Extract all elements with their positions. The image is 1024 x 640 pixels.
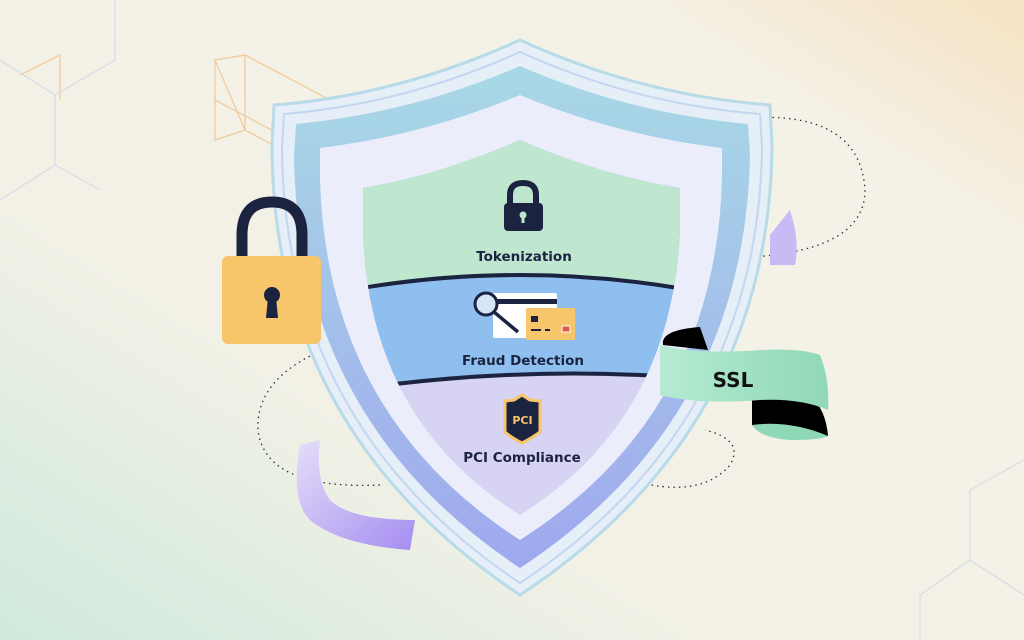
tokenization-label: Tokenization bbox=[476, 249, 572, 265]
pci-badge-text: PCI bbox=[512, 414, 532, 427]
purple-ribbon bbox=[296, 440, 415, 550]
padlock-icon bbox=[222, 196, 321, 344]
purple-ribbon-right bbox=[770, 210, 797, 265]
card-magnifier-icon bbox=[473, 291, 575, 340]
tokenization-lock-icon bbox=[504, 179, 543, 231]
ssl-label: SSL bbox=[713, 368, 754, 392]
shield bbox=[270, 38, 774, 597]
pci-badge-icon: PCI bbox=[503, 393, 542, 445]
dotted-orbit bbox=[257, 116, 866, 488]
pci-compliance-label: PCI Compliance bbox=[463, 450, 581, 466]
fraud-detection-label: Fraud Detection bbox=[462, 353, 584, 369]
ssl-ribbon: SSL bbox=[660, 327, 829, 440]
